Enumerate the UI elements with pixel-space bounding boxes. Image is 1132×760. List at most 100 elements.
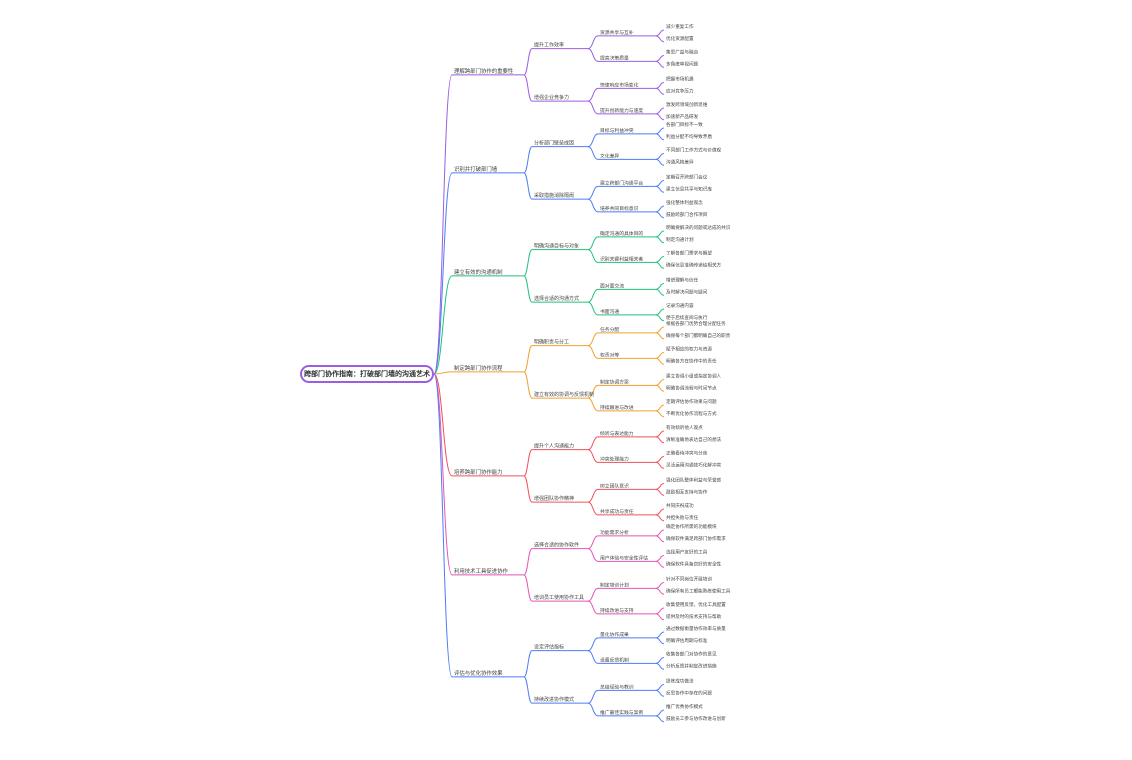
level3-node[interactable]: 总结经验与教训: [600, 683, 634, 690]
level2-node[interactable]: 培训员工使用协作工具: [534, 594, 584, 601]
leaf-node[interactable]: 不断优化协作流程与方式: [666, 410, 717, 417]
level2-node[interactable]: 选择合适的沟通方式: [534, 295, 579, 302]
level3-node[interactable]: 持续跟进与改进: [600, 404, 634, 411]
level3-node[interactable]: 制定培训计划: [600, 581, 629, 588]
leaf-node[interactable]: 把握市场机遇: [666, 76, 694, 83]
leaf-node[interactable]: 优化资源配置: [666, 35, 694, 42]
level3-node[interactable]: 量化协作成果: [600, 631, 629, 638]
leaf-node[interactable]: 明确要解决的问题或达成的共识: [666, 224, 731, 231]
level2-node[interactable]: 增强企业竞争力: [534, 94, 569, 101]
leaf-node[interactable]: 多角度审视问题: [666, 60, 699, 67]
leaf-node[interactable]: 共同庆祝成功: [666, 502, 694, 509]
mindmap-root-node[interactable]: 跨部门协作指南：打破部门墙的沟通艺术: [300, 365, 434, 383]
level3-node[interactable]: 快速响应市场变化: [600, 81, 639, 88]
leaf-node[interactable]: 集思广益与融合: [666, 49, 699, 56]
leaf-node[interactable]: 不同部门工作方式与价值观: [666, 147, 722, 154]
level3-node[interactable]: 培养共同目标意识: [600, 205, 639, 212]
leaf-node[interactable]: 建立协调小组或指定协调人: [666, 373, 722, 380]
level3-node[interactable]: 制定协调方案: [600, 378, 629, 385]
level3-node[interactable]: 推广最佳实践与案例: [600, 709, 643, 716]
level3-node[interactable]: 面对面交流: [600, 282, 624, 289]
leaf-node[interactable]: 有效倾听他人观点: [666, 424, 703, 431]
level3-node[interactable]: 用户体验与安全性评估: [600, 554, 648, 561]
leaf-node[interactable]: 沟通风格差异: [666, 158, 694, 165]
leaf-node[interactable]: 提供及时的技术支持与帮助: [666, 613, 722, 620]
level3-node[interactable]: 建立跨部门沟通平台: [600, 179, 643, 186]
leaf-node[interactable]: 减少重复工作: [666, 23, 694, 30]
leaf-node[interactable]: 确保每个部门都明确自己的职责: [666, 332, 731, 339]
level3-node[interactable]: 识别关键利益相关者: [600, 255, 643, 262]
level3-node[interactable]: 确定沟通的具体目的: [600, 230, 643, 237]
leaf-node[interactable]: 共担失败与责任: [666, 514, 699, 521]
leaf-node[interactable]: 制定沟通计划: [666, 236, 694, 243]
leaf-node[interactable]: 赋予相应的权力与资源: [666, 346, 712, 353]
leaf-node[interactable]: 推广优秀协作模式: [666, 703, 703, 710]
level2-node[interactable]: 选择合适的协作软件: [534, 542, 579, 549]
leaf-node[interactable]: 灵活运用沟通技巧化解冲突: [666, 461, 722, 468]
level3-node[interactable]: 书面沟通: [600, 308, 619, 315]
level3-node[interactable]: 冲突处理能力: [600, 455, 629, 462]
level3-node[interactable]: 功能需求分析: [600, 529, 629, 536]
level3-node[interactable]: 任务分配: [600, 326, 619, 333]
leaf-node[interactable]: 确定协作所需的功能模块: [666, 523, 717, 530]
level2-node[interactable]: 明确沟通目标与对象: [534, 243, 579, 250]
level3-node[interactable]: 文化差异: [600, 152, 619, 159]
leaf-node[interactable]: 明确评估周期与标准: [666, 637, 708, 644]
leaf-node[interactable]: 各部门目标不一致: [666, 121, 703, 128]
leaf-node[interactable]: 加速新产品研发: [666, 113, 699, 120]
level2-node[interactable]: 设定评估指标: [534, 644, 564, 651]
level1-node[interactable]: 制定跨部门协作流程: [454, 364, 503, 372]
leaf-node[interactable]: 及时解决问题与疑问: [666, 288, 708, 295]
level2-node[interactable]: 增强团队协作精神: [534, 495, 574, 502]
level3-node[interactable]: 提高决策质量: [600, 54, 629, 61]
leaf-node[interactable]: 确保所有员工都能熟练使用工具: [666, 587, 731, 594]
level3-node[interactable]: 持续改进与支持: [600, 607, 634, 614]
leaf-node[interactable]: 针对不同岗位开展培训: [666, 576, 712, 583]
leaf-node[interactable]: 正确看待冲突与分歧: [666, 450, 708, 457]
leaf-node[interactable]: 明确协调流程与时间节点: [666, 384, 717, 391]
leaf-node[interactable]: 定期召开跨部门会议: [666, 174, 708, 181]
leaf-node[interactable]: 激发跨领域创新思维: [666, 101, 708, 108]
level3-node[interactable]: 倾听与表达能力: [600, 430, 634, 437]
level1-node[interactable]: 培养跨部门协作能力: [454, 468, 503, 476]
leaf-node[interactable]: 收集各部门对协作的意见: [666, 651, 717, 658]
level3-node[interactable]: 共享成功与责任: [600, 508, 634, 515]
leaf-node[interactable]: 确保信息准确传递给相关方: [666, 261, 722, 268]
level3-node[interactable]: 权责对等: [600, 351, 619, 358]
leaf-node[interactable]: 通过数据衡量协作效率与质量: [666, 625, 726, 632]
leaf-node[interactable]: 定期评估协作效果与问题: [666, 398, 717, 405]
leaf-node[interactable]: 收集使用反馈，优化工具配置: [666, 601, 726, 608]
level3-node[interactable]: 提升创新能力与速度: [600, 107, 643, 114]
leaf-node[interactable]: 记录沟通内容: [666, 302, 694, 309]
leaf-node[interactable]: 了解各部门需求与期望: [666, 250, 712, 257]
leaf-node[interactable]: 明确各方在协作中的责任: [666, 357, 717, 364]
level2-node[interactable]: 明确职责与分工: [534, 339, 569, 346]
level3-node[interactable]: 设置反馈机制: [600, 656, 629, 663]
leaf-node[interactable]: 便于后续查阅与执行: [666, 314, 708, 321]
leaf-node[interactable]: 反思协作中存在的问题: [666, 689, 712, 696]
leaf-node[interactable]: 分析反馈并制定改进措施: [666, 662, 717, 669]
level1-node[interactable]: 利用技术工具促进协作: [454, 567, 509, 575]
level2-node[interactable]: 提升个人沟通能力: [534, 443, 574, 450]
leaf-node[interactable]: 根据各部门优势合理分配任务: [666, 320, 726, 327]
leaf-node[interactable]: 强化整体利益观念: [666, 199, 703, 206]
level1-node[interactable]: 评估与优化协作效果: [454, 669, 503, 677]
leaf-node[interactable]: 增进理解与信任: [666, 277, 699, 284]
level2-node[interactable]: 采取措施消除隔阂: [534, 192, 574, 199]
leaf-node[interactable]: 鼓励相互支持与协作: [666, 488, 708, 495]
level1-node[interactable]: 理解跨部门协作的重要性: [454, 67, 514, 75]
level1-node[interactable]: 识别并打破部门墙: [454, 165, 498, 173]
level2-node[interactable]: 建立有效的协调与反馈机制: [534, 391, 594, 398]
leaf-node[interactable]: 建立信息共享与知识库: [666, 185, 712, 192]
level1-node[interactable]: 建立有效的沟通机制: [454, 268, 503, 276]
level3-node[interactable]: 树立团队意识: [600, 482, 629, 489]
leaf-node[interactable]: 选择用户友好的工具: [666, 549, 708, 556]
leaf-node[interactable]: 提炼成功做法: [666, 678, 694, 685]
level2-node[interactable]: 提升工作效率: [534, 42, 564, 49]
leaf-node[interactable]: 强化团队整体利益与荣誉感: [666, 477, 722, 484]
level3-node[interactable]: 目标与利益冲突: [600, 127, 634, 134]
leaf-node[interactable]: 应对竞争压力: [666, 87, 694, 94]
leaf-node[interactable]: 确保软件具备良好的安全性: [666, 560, 722, 567]
level2-node[interactable]: 分析部门壁垒成因: [534, 140, 574, 147]
leaf-node[interactable]: 鼓励跨部门合作项目: [666, 211, 707, 218]
